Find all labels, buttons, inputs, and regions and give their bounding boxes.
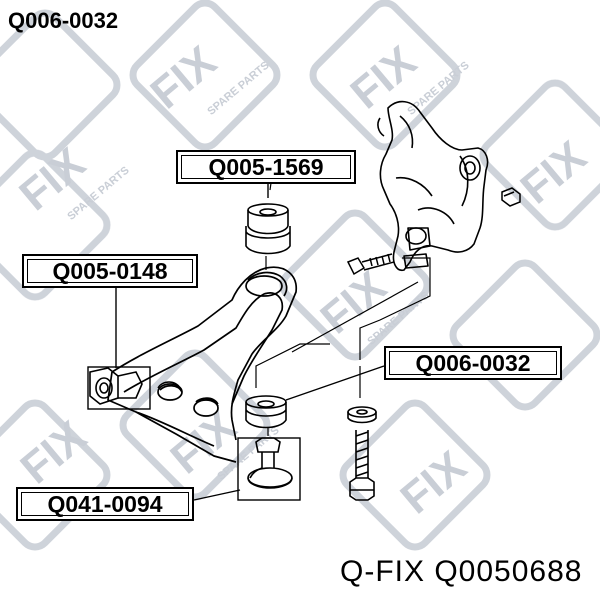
leader-lines [115, 184, 385, 501]
footer-caption: Q-FIX Q0050688 [340, 555, 583, 588]
watermark-logo-frame [449, 259, 600, 411]
upper-bushing [245, 203, 291, 255]
watermark-logo-frame [129, 0, 281, 151]
leader-q006-0032 [285, 365, 385, 401]
callout-q006-0032: Q006-0032 [384, 346, 562, 380]
watermark-logo-frame [479, 79, 600, 231]
ball-joint-highlight [237, 437, 301, 501]
front-bushing [89, 367, 143, 405]
rear-bushing [245, 395, 287, 429]
page-title: Q006-0032 [8, 8, 119, 33]
leader-q041-0094 [193, 489, 241, 501]
flange-nut [501, 187, 521, 207]
steering-knuckle [377, 100, 489, 272]
callout-q005-1569: Q005-1569 [176, 150, 356, 184]
watermark-logo-text: FIX [392, 442, 476, 524]
watermark-logo-frame [0, 9, 121, 161]
callout-q005-0148: Q005-0148 [22, 254, 198, 288]
watermark-logo-frame [309, 0, 461, 151]
watermark-logo-frame [119, 349, 271, 501]
clip-rings [157, 381, 219, 405]
pinch-bolt [346, 253, 395, 276]
callout-q041-0094: Q041-0094 [16, 487, 194, 521]
watermark-logo-frame [339, 399, 491, 551]
front-bushing-highlight [87, 366, 151, 410]
alignment-lines [255, 175, 431, 436]
ball-joint [247, 437, 293, 489]
watermark-logo-text: FIX [12, 412, 96, 494]
watermark-logo-frame [279, 209, 431, 361]
long-bolt-assembly [347, 406, 377, 501]
